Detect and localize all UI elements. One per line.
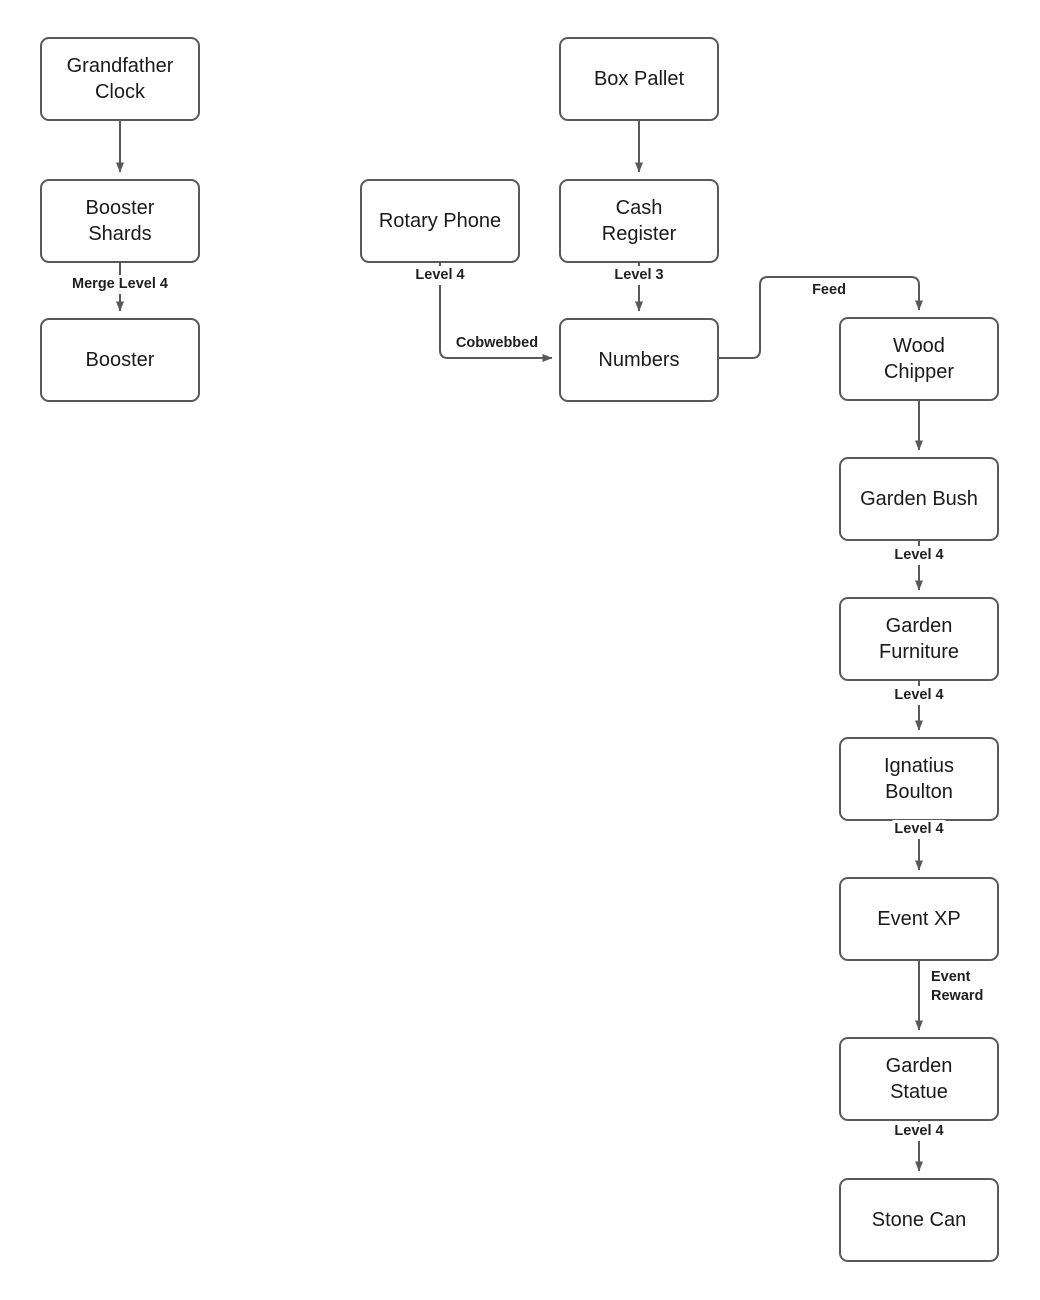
node-box-pallet[interactable]: Box Pallet bbox=[559, 37, 719, 121]
node-garden-furniture[interactable]: Garden Furniture bbox=[839, 597, 999, 681]
edge-label-level-4-rotary: Level 4 bbox=[413, 266, 467, 285]
edge-label-cobwebbed: Cobwebbed bbox=[453, 334, 541, 353]
edge-label-level-4-furniture: Level 4 bbox=[892, 686, 946, 705]
edge-label-level-4-statue: Level 4 bbox=[892, 1122, 946, 1141]
node-rotary-phone[interactable]: Rotary Phone bbox=[360, 179, 520, 263]
edge-label-merge-level-4: Merge Level 4 bbox=[70, 275, 170, 294]
edge-label-level-3: Level 3 bbox=[612, 266, 666, 285]
node-wood-chipper[interactable]: Wood Chipper bbox=[839, 317, 999, 401]
edge-label-event-reward: Event Reward bbox=[929, 968, 986, 1006]
node-event-xp[interactable]: Event XP bbox=[839, 877, 999, 961]
node-ignatius-boulton[interactable]: Ignatius Boulton bbox=[839, 737, 999, 821]
node-cash-register[interactable]: Cash Register bbox=[559, 179, 719, 263]
node-booster[interactable]: Booster bbox=[40, 318, 200, 402]
node-stone-can[interactable]: Stone Can bbox=[839, 1178, 999, 1262]
node-numbers[interactable]: Numbers bbox=[559, 318, 719, 402]
edge-label-feed: Feed bbox=[810, 281, 848, 300]
node-garden-bush[interactable]: Garden Bush bbox=[839, 457, 999, 541]
node-booster-shards[interactable]: Booster Shards bbox=[40, 179, 200, 263]
edge-label-level-4-bush: Level 4 bbox=[892, 546, 946, 565]
edge-label-level-4-ignatius: Level 4 bbox=[892, 820, 946, 839]
node-garden-statue[interactable]: Garden Statue bbox=[839, 1037, 999, 1121]
node-grandfather-clock[interactable]: Grandfather Clock bbox=[40, 37, 200, 121]
